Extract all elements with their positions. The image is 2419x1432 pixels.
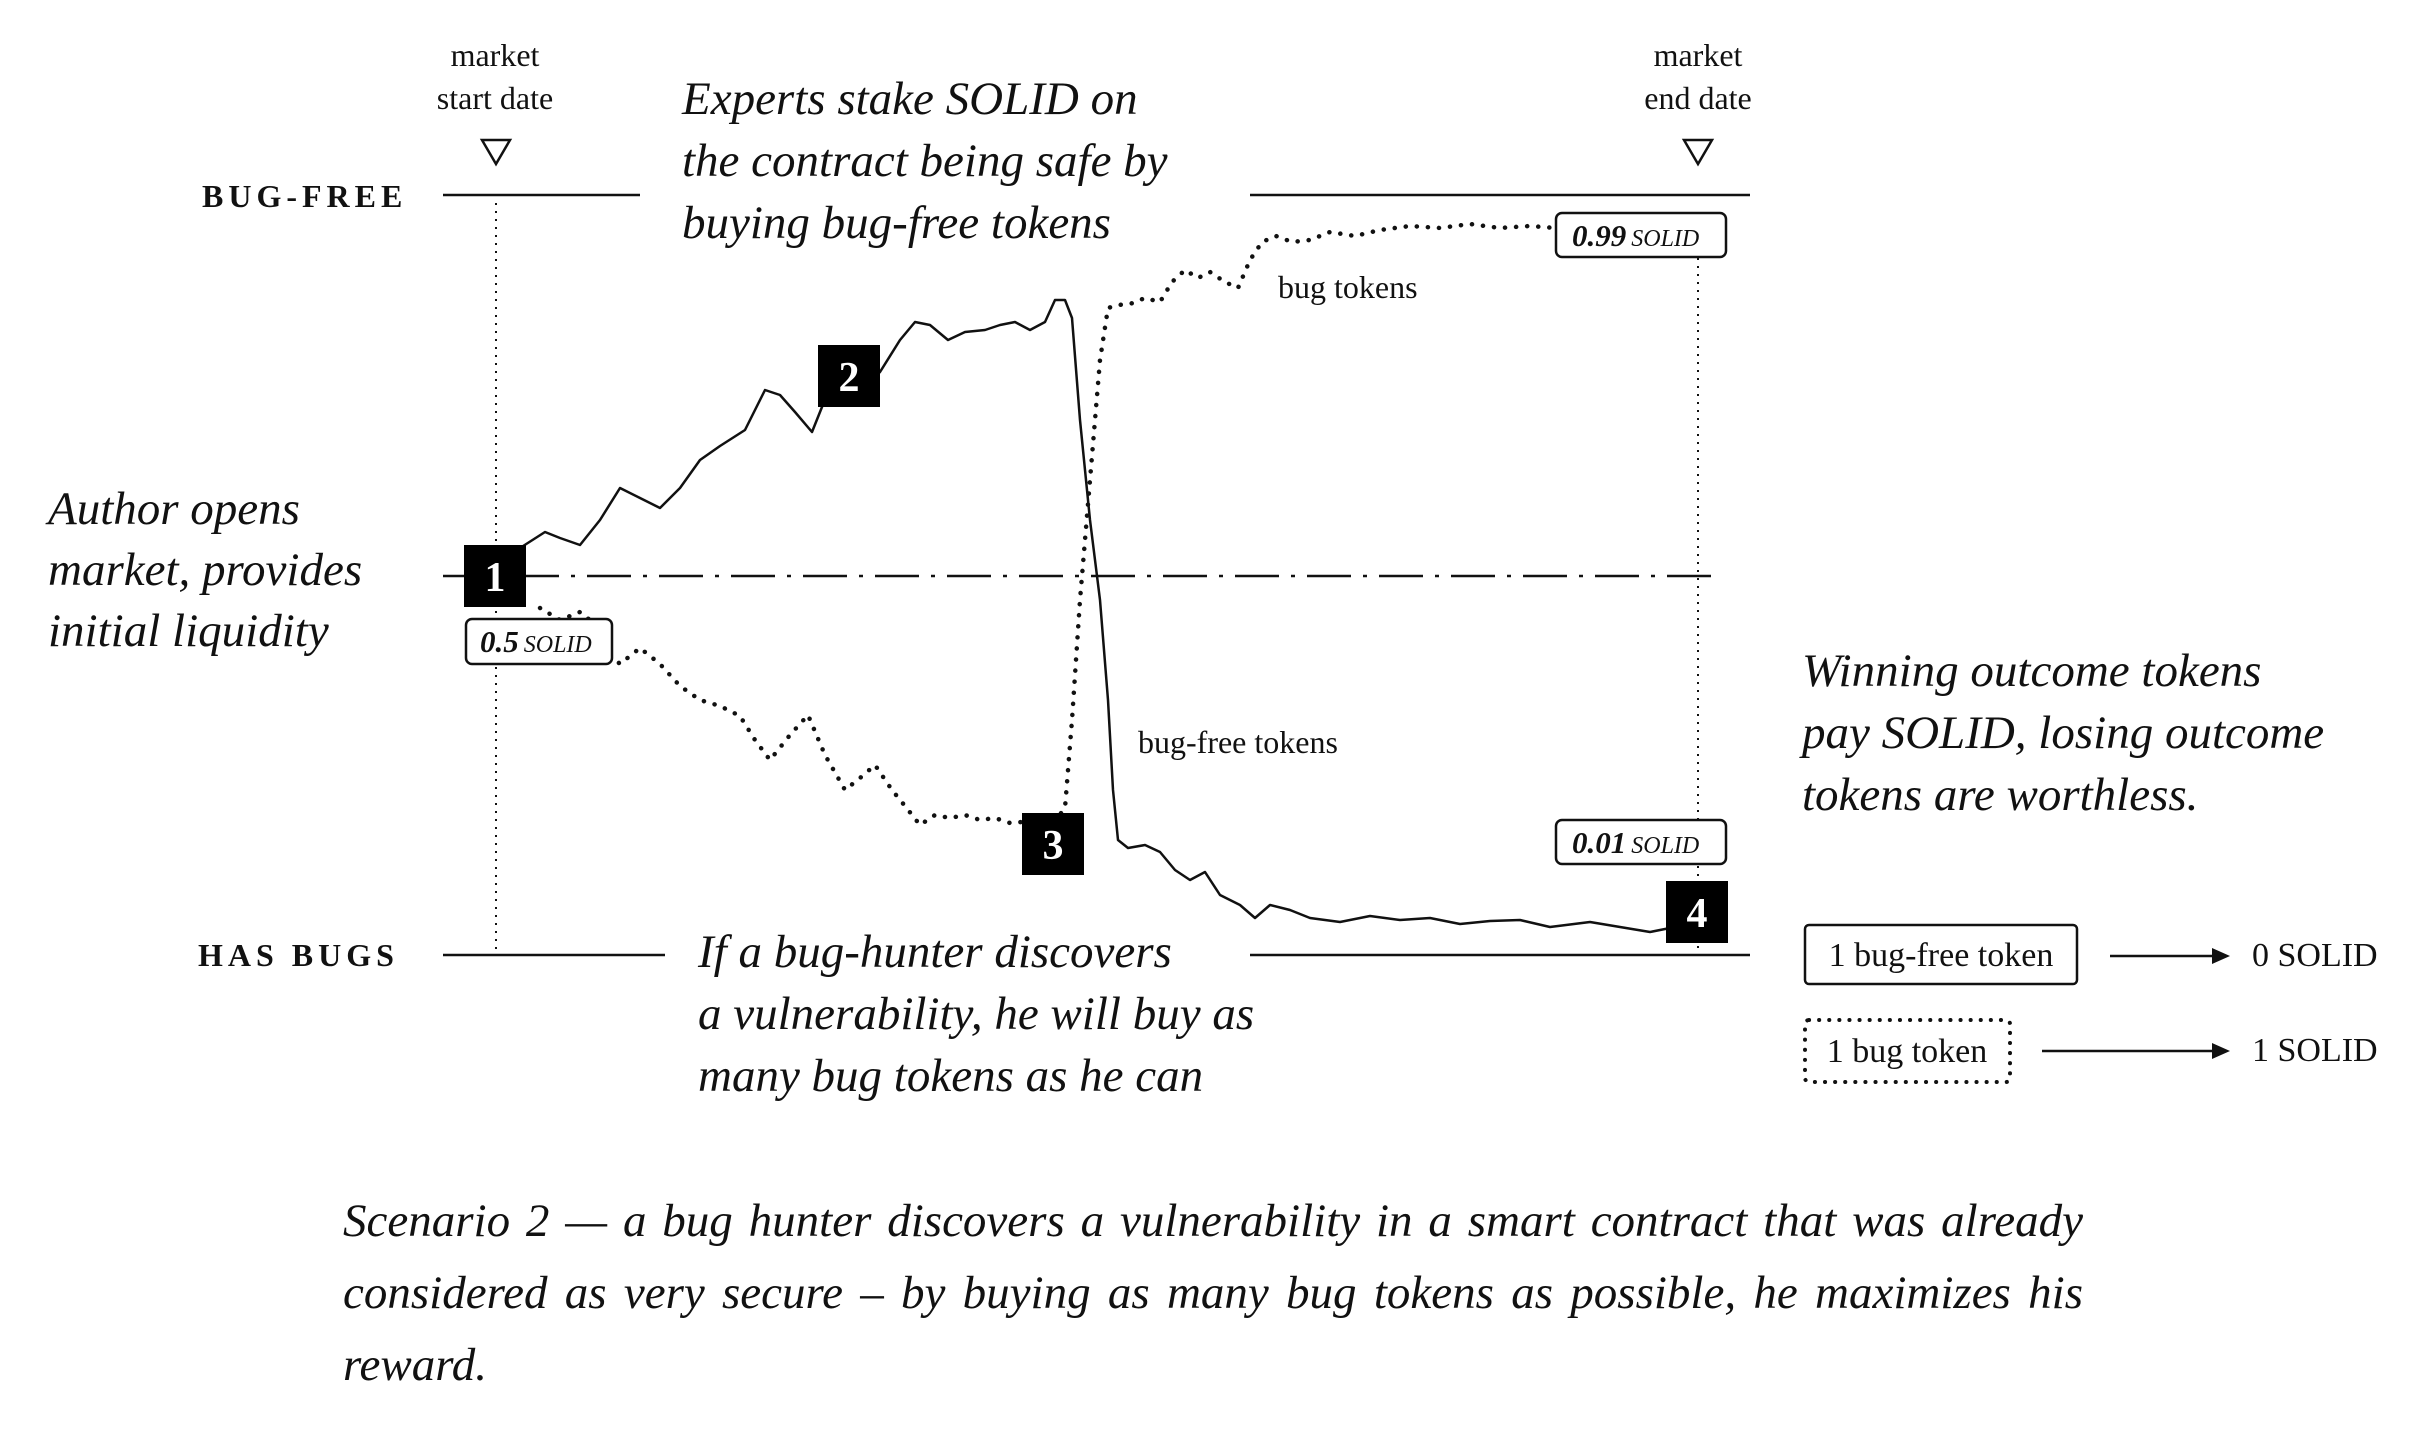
bug-free-tokens-series-label: bug-free tokens: [1138, 724, 1338, 760]
bug-free-level-label: BUG-FREE: [202, 178, 407, 214]
experts-annotation-line1: Experts stake SOLID on: [681, 73, 1138, 125]
legend-bug-free-token-label: 1 bug-free token: [1829, 937, 2054, 974]
bug-tokens-series-label: bug tokens: [1278, 269, 1418, 305]
step-marker-2-label: 2: [839, 355, 860, 401]
figure-caption: Scenario 2 — a bug hunter discovers a vu…: [343, 1195, 2083, 1391]
winning-annotation-line2: pay SOLID, losing outcome: [1799, 707, 2324, 759]
bug-token-price-curve: [537, 221, 1558, 829]
legend-row-bug-free: 1 bug-free token 0 SOLID: [1803, 923, 2378, 986]
winning-annotation: Winning outcome tokens pay SOLID, losing…: [1799, 645, 2324, 821]
legend: 1 bug-free token 0 SOLID 1 bug token 1 S…: [1803, 923, 2378, 1084]
step-marker-1-label: 1: [485, 555, 506, 601]
author-annotation-line2: market, provides: [48, 544, 362, 596]
end-date-label-line2: end date: [1644, 80, 1752, 116]
experts-annotation-line3: buying bug-free tokens: [682, 197, 1111, 249]
author-annotation-line1: Author opens: [45, 483, 300, 535]
legend-bug-token-label: 1 bug token: [1827, 1033, 1988, 1070]
start-date-label-line1: market: [451, 37, 540, 73]
winning-annotation-line3: tokens are worthless.: [1802, 769, 2198, 821]
step-marker-1: 1: [464, 545, 526, 607]
author-annotation: Author opens market, provides initial li…: [45, 483, 362, 657]
bug-free-token-price-curve: [519, 298, 1671, 934]
has-bugs-level-label: HAS BUGS: [198, 937, 399, 973]
start-date-marker: market start date: [437, 37, 553, 955]
start-date-triangle-icon: [479, 138, 513, 167]
legend-row-bug: 1 bug token 1 SOLID: [1803, 1018, 2378, 1084]
end-date-marker: market end date: [1644, 37, 1752, 955]
author-annotation-line3: initial liquidity: [48, 605, 329, 657]
step-marker-2: 2: [818, 345, 880, 407]
experts-annotation: Experts stake SOLID on the contract bein…: [681, 73, 1168, 249]
winning-annotation-line1: Winning outcome tokens: [1802, 645, 2261, 697]
hunter-annotation-line1: If a bug-hunter discovers: [697, 926, 1172, 978]
experts-annotation-line2: the contract being safe by: [682, 135, 1168, 187]
step-marker-3-label: 3: [1043, 823, 1064, 869]
step-marker-3: 3: [1022, 813, 1084, 875]
step-marker-4-label: 4: [1687, 891, 1708, 937]
hunter-annotation-line3: many bug tokens as he can: [698, 1050, 1203, 1102]
step-marker-4: 4: [1666, 881, 1728, 943]
arrow-head-icon: [2212, 1043, 2230, 1059]
legend-bug-free-payout: 0 SOLID: [2252, 937, 2378, 974]
hunter-annotation: If a bug-hunter discovers a vulnerabilit…: [697, 926, 1254, 1102]
legend-bug-payout: 1 SOLID: [2252, 1032, 2378, 1069]
end-date-triangle-icon: [1681, 138, 1715, 167]
start-date-label-line2: start date: [437, 80, 553, 116]
hunter-annotation-line2: a vulnerability, he will buy as: [698, 988, 1254, 1040]
end-date-label-line1: market: [1654, 37, 1743, 73]
arrow-head-icon: [2212, 948, 2230, 964]
